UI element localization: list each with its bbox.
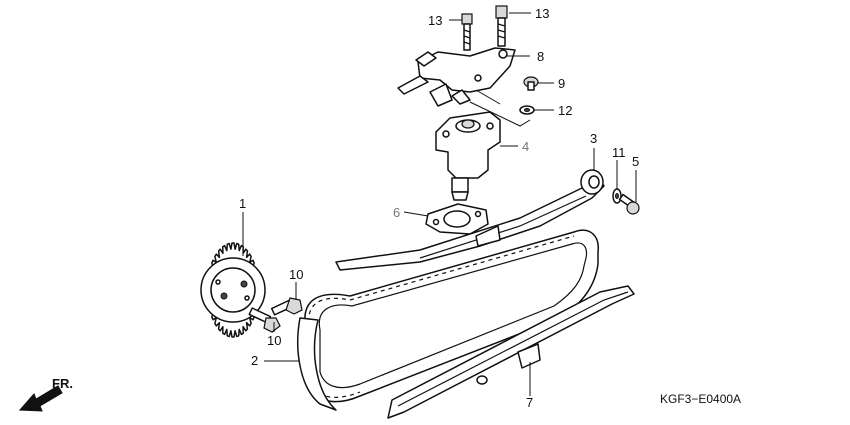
callout-7: 7 xyxy=(526,395,533,410)
diagram-code: KGF3−E0400A xyxy=(660,392,741,406)
direction-label: FR. xyxy=(52,376,73,391)
callout-5: 5 xyxy=(632,154,639,169)
cam-chain-2 xyxy=(297,229,599,411)
callout-11: 11 xyxy=(612,145,626,160)
washer-11 xyxy=(612,188,622,204)
bolt-10-lower xyxy=(248,307,281,333)
tensioner-arm-3 xyxy=(335,169,605,271)
callout-1: 1 xyxy=(239,196,246,211)
callout-8: 8 xyxy=(537,49,544,64)
callout-4: 4 xyxy=(522,139,529,154)
screw-9 xyxy=(523,76,539,91)
callout-6: 6 xyxy=(393,205,400,220)
front-direction-arrow: FR. xyxy=(18,376,73,412)
leader-lines xyxy=(242,12,637,396)
callout-13-left: 13 xyxy=(428,13,442,28)
callout-10-upper: 10 xyxy=(289,267,303,282)
callout-3: 3 xyxy=(590,131,597,146)
chain-guide-7 xyxy=(387,285,635,419)
gasket-6 xyxy=(425,203,489,235)
tensioner-lifter-4 xyxy=(435,111,501,201)
washer-12 xyxy=(519,105,535,115)
callout-2: 2 xyxy=(251,353,258,368)
cam-sprocket-1 xyxy=(200,242,266,338)
bolt-13-right xyxy=(495,5,508,47)
stopper-bracket-8 xyxy=(397,47,516,107)
callout-12: 12 xyxy=(558,103,572,118)
callout-9: 9 xyxy=(558,76,565,91)
bolt-10-upper xyxy=(270,297,303,316)
bolt-5 xyxy=(618,193,640,215)
part-callouts: 13 13 8 9 12 4 6 3 11 5 1 10 10 2 7 xyxy=(239,6,639,410)
callout-10-lower: 10 xyxy=(267,333,281,348)
bolt-13-left xyxy=(461,13,473,51)
callout-13-right: 13 xyxy=(535,6,549,21)
